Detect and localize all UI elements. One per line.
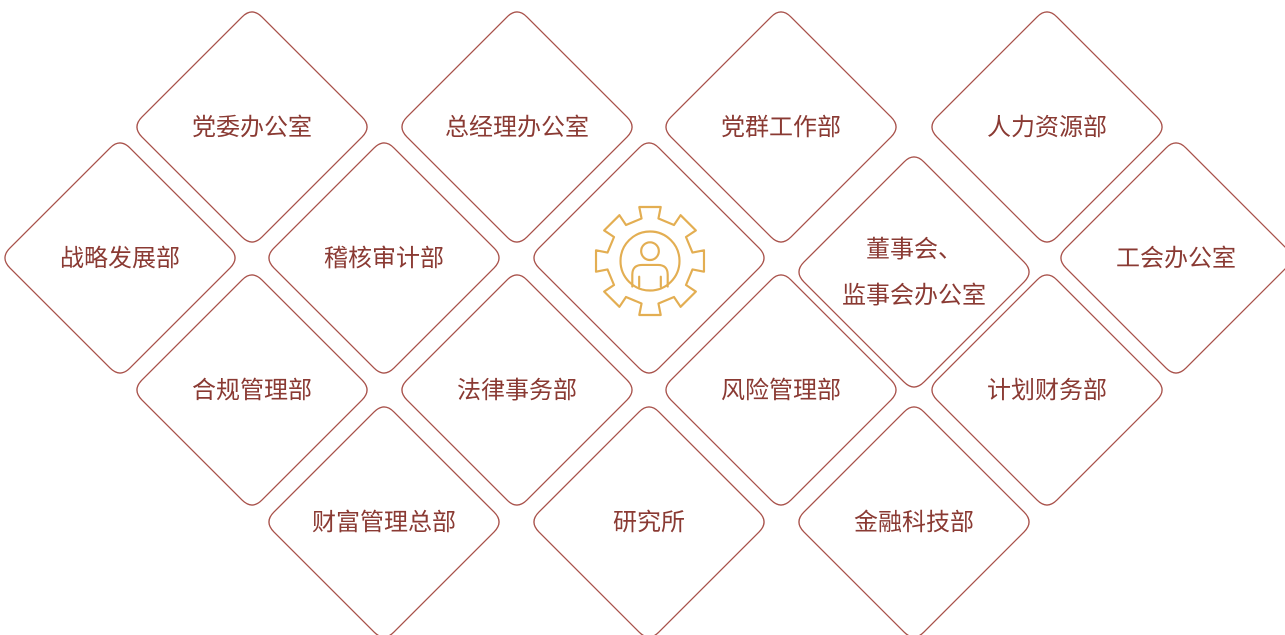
gear-person-icon [594,205,706,317]
diamond-strategy-development-dept[interactable] [4,142,236,374]
label-line: 党委办公室 [192,113,312,141]
label-line: 法律事务部 [457,376,577,404]
diamond-research-institute[interactable] [533,406,765,635]
label-line: 合规管理部 [192,376,312,404]
diamond-general-manager-office[interactable] [401,11,633,243]
label-audit-dept[interactable]: 稽核审计部 [284,241,484,275]
label-fintech-dept[interactable]: 金融科技部 [814,505,1014,539]
diamond-risk-management-dept[interactable] [665,274,897,506]
label-line: 战略发展部 [60,244,180,272]
label-union-office[interactable]: 工会办公室 [1076,241,1276,275]
label-general-manager-office[interactable]: 总经理办公室 [417,110,617,144]
diamond-party-mass-work-dept[interactable] [665,11,897,243]
label-line: 风险管理部 [721,376,841,404]
label-party-mass-work-dept[interactable]: 党群工作部 [681,110,881,144]
label-line: 监事会办公室 [842,281,986,309]
diamond-legal-affairs-dept[interactable] [401,274,633,506]
label-line: 金融科技部 [854,508,974,536]
person-body [631,263,669,288]
label-human-resources-dept[interactable]: 人力资源部 [947,110,1147,144]
label-legal-affairs-dept[interactable]: 法律事务部 [417,373,617,407]
diamond-board-supervisors-office[interactable] [798,156,1030,388]
label-line: 稽核审计部 [324,244,444,272]
diamond-compliance-management-dept[interactable] [136,274,368,506]
diamond-audit-dept[interactable] [268,142,500,374]
diamond-planning-finance-dept[interactable] [931,274,1163,506]
gear-inner-ring [619,230,681,292]
person-head [640,241,660,262]
label-line: 计划财务部 [987,376,1107,404]
diamond-party-committee-office[interactable] [136,11,368,243]
label-planning-finance-dept[interactable]: 计划财务部 [947,373,1147,407]
diamond-wealth-management-hq[interactable] [268,406,500,635]
diamond-union-office[interactable] [1060,142,1285,374]
diamond-human-resources-dept[interactable] [931,11,1163,243]
label-party-committee-office[interactable]: 党委办公室 [152,110,352,144]
diamond-fintech-dept[interactable] [798,406,1030,635]
label-line: 人力资源部 [987,113,1107,141]
label-line: 总经理办公室 [445,113,589,141]
label-risk-management-dept[interactable]: 风险管理部 [681,373,881,407]
label-research-institute[interactable]: 研究所 [549,505,749,539]
label-line: 研究所 [613,508,685,536]
label-compliance-management-dept[interactable]: 合规管理部 [152,373,352,407]
center-diamond[interactable] [533,142,765,374]
label-board-supervisors-office[interactable]: 董事会、监事会办公室 [814,226,1014,318]
gear-outline [594,205,706,317]
label-line: 工会办公室 [1116,244,1236,272]
label-line: 党群工作部 [721,113,841,141]
label-wealth-management-hq[interactable]: 财富管理总部 [284,505,484,539]
label-line: 董事会、 [866,235,962,263]
label-line: 财富管理总部 [312,508,456,536]
label-strategy-development-dept[interactable]: 战略发展部 [20,241,220,275]
